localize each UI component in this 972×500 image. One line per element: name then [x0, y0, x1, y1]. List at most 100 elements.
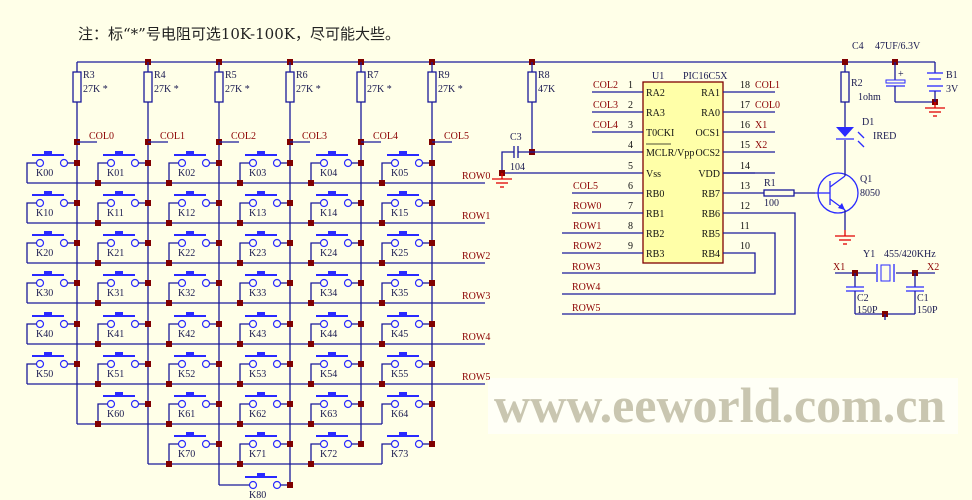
pin-number: 18: [740, 80, 750, 91]
pin-number: 7: [628, 201, 633, 212]
switch-pin-icon: [106, 399, 116, 409]
pin-number: 5: [628, 161, 633, 172]
pushbutton-icon: [257, 231, 265, 235]
resistor-r1: [763, 189, 795, 197]
junction-dot: [95, 260, 101, 266]
key-label: K05: [391, 168, 408, 179]
net-label: COL2: [593, 80, 618, 91]
net-label: COL3: [593, 100, 618, 111]
pushbutton-icon: [186, 312, 194, 316]
pin-name: RA3: [646, 108, 665, 119]
junction-dot: [429, 280, 435, 286]
pushbutton-icon: [328, 231, 336, 235]
switch-pin-icon: [272, 359, 282, 369]
junction-dot: [74, 280, 80, 286]
junction-dot: [358, 361, 364, 367]
switch-pin-icon: [248, 439, 258, 449]
junction-dot: [95, 300, 101, 306]
pushbutton-icon: [257, 392, 265, 396]
pushbutton-icon: [399, 432, 407, 436]
wire: [310, 282, 321, 303]
pin-number: 16: [740, 120, 750, 131]
switch-pin-icon: [272, 480, 282, 490]
pin-name: MCLR/Vpp: [646, 148, 694, 159]
wire: [310, 242, 321, 263]
column-resistor: [427, 71, 437, 103]
pin-number: 10: [740, 241, 750, 252]
switch-pin-icon: [35, 359, 45, 369]
net-label: ROW5: [572, 303, 600, 314]
net-label: COL5: [573, 181, 598, 192]
switch-pin-icon: [59, 278, 69, 288]
wire: [168, 363, 179, 384]
label: C2: [857, 293, 869, 304]
pushbutton-icon: [186, 151, 194, 155]
capacitor-c4-icon: [885, 79, 906, 84]
junction-dot: [287, 280, 293, 286]
switch-pin-icon: [130, 399, 140, 409]
switch-pin-icon: [319, 198, 329, 208]
wire: [168, 403, 179, 424]
pin-number: 9: [628, 241, 633, 252]
pushbutton-icon: [399, 191, 407, 195]
switch-pin-icon: [343, 158, 353, 168]
switch-pin-icon: [106, 359, 116, 369]
pushbutton-icon: [115, 151, 123, 155]
wire: [829, 175, 846, 188]
switch-pin-icon: [390, 158, 400, 168]
switch-pin-icon: [201, 439, 211, 449]
junction-dot: [237, 300, 243, 306]
switch-pin-icon: [177, 158, 187, 168]
switch-pin-icon: [414, 359, 424, 369]
pin-number: 4: [628, 140, 633, 151]
pushbutton-icon: [115, 352, 123, 356]
wire: [26, 323, 37, 344]
junction-dot: [95, 180, 101, 186]
key-label: K55: [391, 369, 408, 380]
switch-pin-icon: [35, 278, 45, 288]
net-label: ROW2: [573, 241, 601, 252]
pushbutton-icon: [44, 271, 52, 275]
pin-name: RB6: [702, 209, 720, 220]
pushbutton-icon: [257, 271, 265, 275]
key-label: K20: [36, 248, 53, 259]
switch-pin-icon: [319, 359, 329, 369]
emitter-arrow-icon: [838, 203, 845, 210]
switch-pin-icon: [390, 319, 400, 329]
key-label: K50: [36, 369, 53, 380]
pushbutton-icon: [399, 231, 407, 235]
junction-dot: [74, 321, 80, 327]
junction-dot: [145, 240, 151, 246]
key-label: K72: [320, 449, 337, 460]
column-resistor: [214, 71, 224, 103]
key-label: K61: [178, 409, 195, 420]
switch-pin-icon: [248, 158, 258, 168]
row-net-label: ROW5: [462, 372, 490, 383]
wire: [168, 443, 179, 464]
switch-pin-icon: [35, 198, 45, 208]
junction-dot: [308, 180, 314, 186]
junction-dot: [166, 461, 172, 467]
wire: [239, 242, 250, 263]
wire: [562, 232, 776, 295]
key-label: K35: [391, 288, 408, 299]
wire: [26, 242, 37, 263]
pin-number: 3: [628, 120, 633, 131]
pushbutton-icon: [328, 312, 336, 316]
junction-dot: [358, 280, 364, 286]
junction-dot: [429, 401, 435, 407]
label: 3V: [946, 84, 959, 95]
switch-pin-icon: [106, 198, 116, 208]
pushbutton-icon: [399, 352, 407, 356]
switch-pin-icon: [343, 399, 353, 409]
switch-pin-icon: [59, 238, 69, 248]
wire: [239, 323, 250, 344]
junction-dot: [166, 381, 172, 387]
junction-dot: [145, 280, 151, 286]
junction-dot: [429, 361, 435, 367]
junction-dot: [166, 220, 172, 226]
resistor-value: 27K *: [83, 84, 108, 95]
pin-number: 1: [628, 80, 633, 91]
pushbutton-icon: [186, 352, 194, 356]
pushbutton-icon: [186, 392, 194, 396]
